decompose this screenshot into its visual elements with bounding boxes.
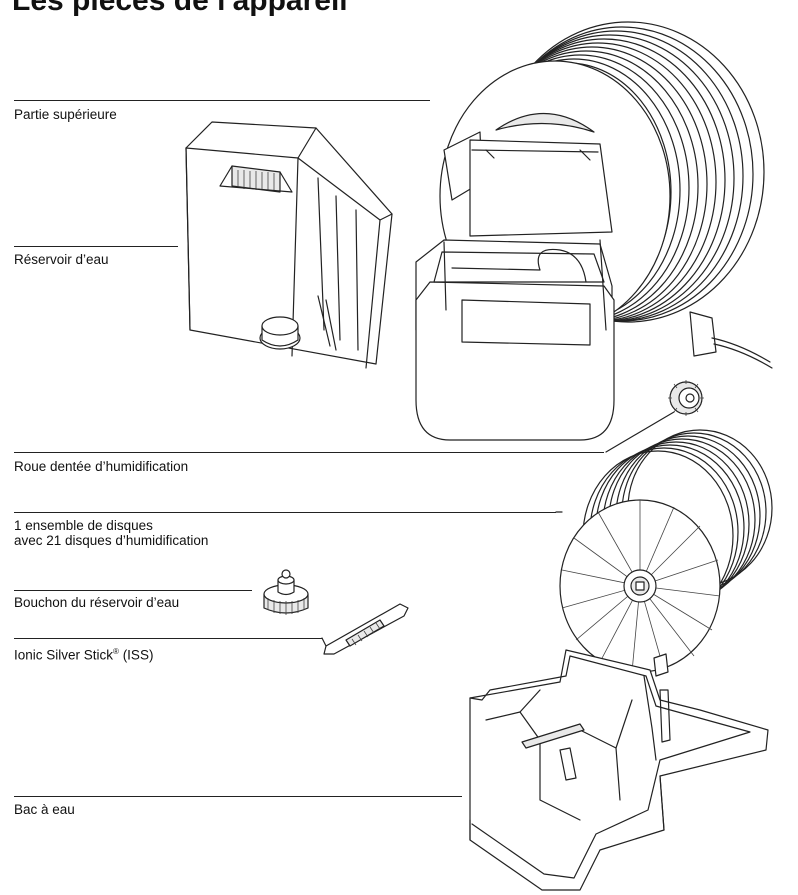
label-iss-mark: ®	[113, 647, 119, 656]
power-cable	[711, 337, 771, 363]
handle-slot	[495, 112, 595, 133]
leader-tank	[14, 246, 178, 247]
tank-cap-icon	[263, 569, 309, 615]
leader-top	[14, 100, 430, 101]
silver-stick-icon	[321, 603, 409, 655]
label-tank: Réservoir d’eau	[14, 252, 109, 267]
label-discs-line1: 1 ensemble de disques	[14, 518, 153, 533]
tray-stick-slot	[521, 723, 585, 749]
water-tank-icon	[185, 121, 393, 369]
label-discs-line2: avec 21 disques d’humidification	[14, 533, 209, 548]
page-title: Les pièces de l'appareil	[12, 0, 348, 17]
label-iss-suffix: (ISS)	[118, 647, 154, 663]
leader-tray	[14, 796, 462, 797]
label-iss-name: Ionic Silver Stick	[14, 647, 114, 663]
label-iss: Ionic Silver Stick® (ISS)	[14, 644, 153, 663]
top-housing-icon	[415, 21, 773, 441]
water-tray-icon	[469, 649, 769, 891]
label-tray: Bac à eau	[14, 802, 75, 817]
leader-iss	[14, 638, 322, 639]
leader-gear	[14, 452, 604, 453]
leader-cap	[14, 590, 252, 591]
label-gear: Roue dentée d’humidification	[14, 459, 189, 474]
leader-discs	[14, 512, 556, 513]
disc-stack-icon	[555, 429, 773, 673]
gear-wheel-icon	[605, 380, 704, 453]
foot	[689, 311, 717, 357]
label-top: Partie supérieure	[14, 107, 117, 122]
label-cap: Bouchon du réservoir d’eau	[14, 595, 180, 610]
